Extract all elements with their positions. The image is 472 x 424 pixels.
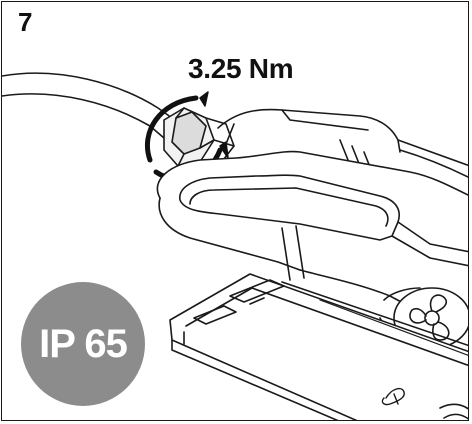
cover-plate bbox=[169, 273, 468, 420]
step-number: 7 bbox=[18, 7, 33, 37]
ip-rating-badge bbox=[21, 282, 145, 406]
ip-rating-label: IP 65 bbox=[39, 322, 128, 366]
cable bbox=[2, 72, 173, 139]
torque-label: 3.25 Nm bbox=[188, 53, 294, 84]
housing bbox=[156, 108, 468, 313]
